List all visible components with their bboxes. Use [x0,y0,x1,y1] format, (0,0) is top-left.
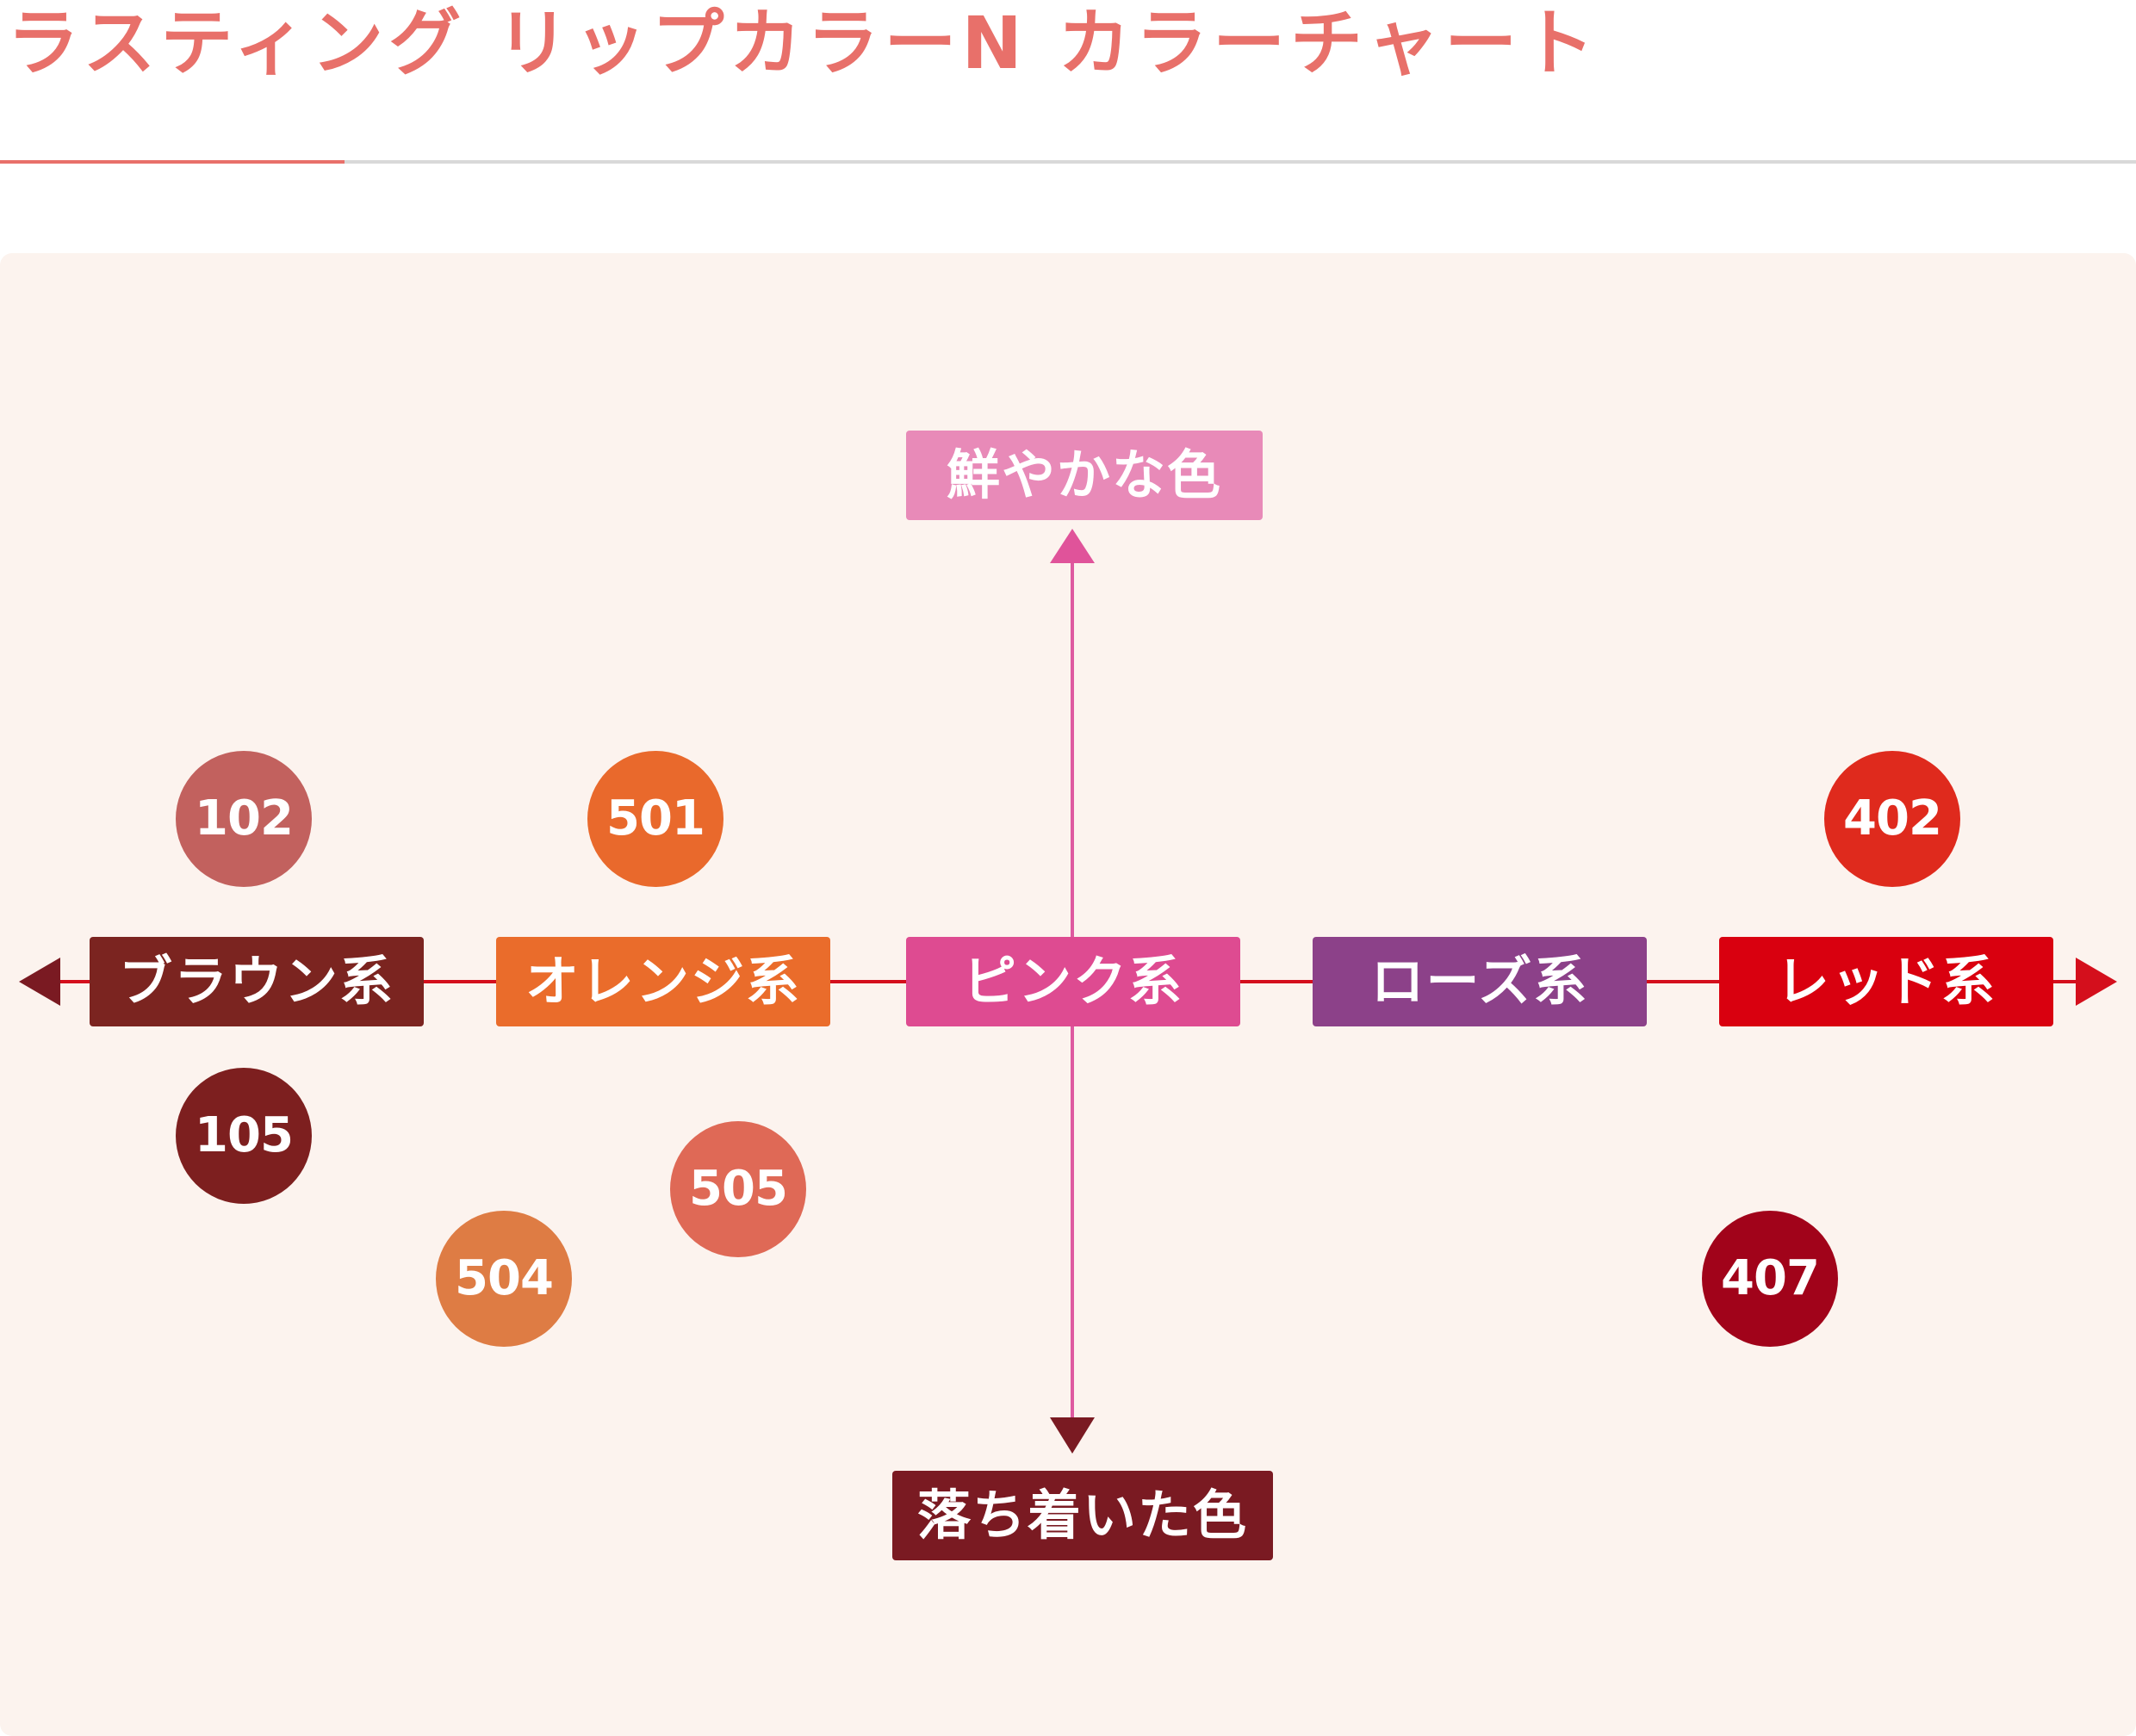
axis-arrow-down [1050,1417,1095,1454]
axis-arrow-up [1050,529,1095,563]
page-title: ラスティング リップカラーN カラーチャート [7,1,1600,85]
category-brown: ブラウン系 [90,937,424,1026]
axis-arrow-left [19,958,60,1006]
category-orange: オレンジ系 [496,937,830,1026]
shade-105: 105 [176,1068,312,1204]
color-chart-panel: 鮮やかな色 落ち着いた色 ブラウン系 オレンジ系 ピンク系 ローズ系 レッド系 … [0,253,2136,1736]
shade-504: 504 [436,1211,572,1347]
shade-501: 501 [587,751,723,887]
axis-label-subdued: 落ち着いた色 [892,1471,1273,1560]
axis-arrow-right [2076,958,2117,1006]
category-red: レッド系 [1719,937,2053,1026]
axis-label-vivid: 鮮やかな色 [906,431,1263,520]
title-divider-accent [0,160,345,164]
category-pink: ピンク系 [906,937,1240,1026]
title-divider [0,160,2136,164]
shade-407: 407 [1702,1211,1838,1347]
shade-505: 505 [670,1121,806,1257]
category-rose: ローズ系 [1313,937,1647,1026]
shade-402: 402 [1824,751,1960,887]
shade-102: 102 [176,751,312,887]
